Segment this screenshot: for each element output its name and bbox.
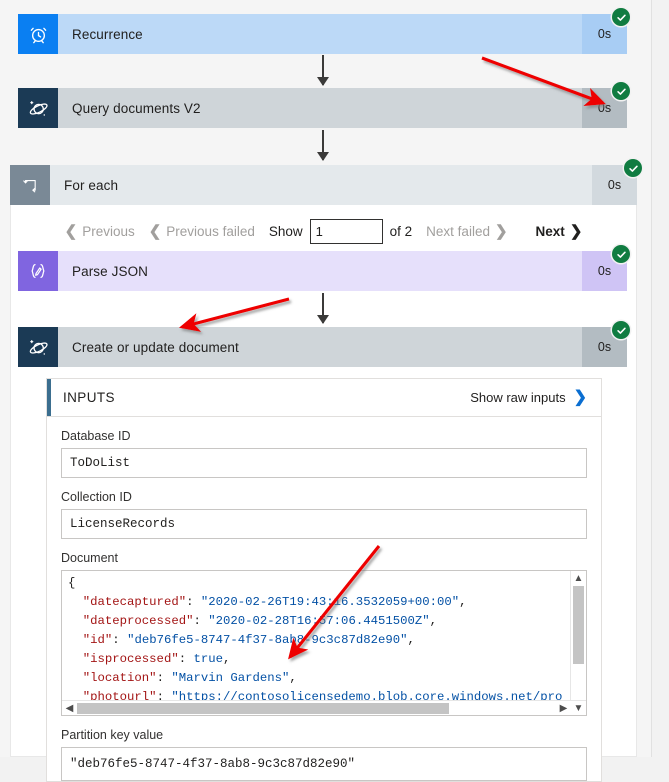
field-database-id: Database ID ToDoList <box>47 429 601 478</box>
status-badge-succeeded <box>624 159 642 177</box>
horizontal-scroll-thumb[interactable] <box>77 702 449 714</box>
scroll-left-icon[interactable]: ◀ <box>65 702 74 714</box>
json-braces-icon <box>18 251 58 291</box>
scroll-down-icon[interactable]: ▼ <box>573 702 584 714</box>
inputs-panel: INPUTS Show raw inputs ❯ Database ID ToD… <box>46 378 602 782</box>
action-card-for-each[interactable]: For each 0s <box>10 165 637 205</box>
chevron-right-icon: ❯ <box>494 222 508 240</box>
action-title: Parse JSON <box>72 263 149 279</box>
field-label: Collection ID <box>61 490 132 504</box>
collection-id-input[interactable]: LicenseRecords <box>61 509 587 539</box>
document-code-editor[interactable]: { "datecaptured": "2020-02-26T19:43:16.3… <box>61 570 587 716</box>
loop-repeat-icon <box>10 165 50 205</box>
action-card-create-or-update-document[interactable]: Create or update document 0s <box>18 327 627 367</box>
connector-parsejson-to-create <box>317 293 329 324</box>
chevron-left-icon: ❮ <box>148 222 162 240</box>
for-each-pager: ❮ Previous ❮ Previous failed Show of 2 N… <box>10 212 637 250</box>
action-card-query-documents-v2[interactable]: Query documents V2 0s <box>18 88 627 128</box>
action-duration: 0s <box>582 14 627 54</box>
status-badge-succeeded <box>612 8 630 26</box>
document-code-content: { "datecaptured": "2020-02-26T19:43:16.3… <box>62 571 570 700</box>
pager-previous-failed-label: Previous failed <box>166 223 255 239</box>
pager-previous-button[interactable]: ❮ Previous <box>58 224 142 239</box>
scroll-right-icon[interactable]: ▶ <box>559 702 568 714</box>
connector-query-to-foreach <box>317 130 329 161</box>
field-label: Partition key value <box>61 728 164 742</box>
pager-show-label: Show <box>268 223 303 239</box>
action-title: Query documents V2 <box>72 100 201 116</box>
chevron-left-icon: ❮ <box>64 222 78 240</box>
status-badge-succeeded <box>612 82 630 100</box>
cosmos-db-planet-icon <box>18 327 58 367</box>
right-gutter <box>651 0 669 757</box>
action-title: Recurrence <box>72 26 143 42</box>
pager-next-failed-button[interactable]: Next failed ❯ <box>419 224 514 239</box>
pager-page-input[interactable] <box>309 218 383 244</box>
action-card-parse-json[interactable]: Parse JSON 0s <box>18 251 627 291</box>
action-title: For each <box>64 177 119 193</box>
pager-next-label: Next <box>535 223 565 239</box>
pager-previous-label: Previous <box>82 223 135 239</box>
field-collection-id: Collection ID LicenseRecords <box>47 490 601 539</box>
document-horizontal-scrollbar[interactable]: ◀ ▶ ▼ <box>62 700 586 715</box>
database-id-input[interactable]: ToDoList <box>61 448 587 478</box>
inputs-panel-header: INPUTS Show raw inputs ❯ <box>47 379 601 417</box>
field-label: Document <box>61 551 118 565</box>
show-raw-inputs-button[interactable]: Show raw inputs ❯ <box>470 388 587 406</box>
action-title: Create or update document <box>72 339 239 355</box>
pager-previous-failed-button[interactable]: ❮ Previous failed <box>142 224 262 239</box>
chevron-right-icon: ❯ <box>569 222 583 240</box>
chevron-right-icon: ❯ <box>573 388 587 406</box>
partition-key-value-input[interactable]: "deb76fe5-8747-4f37-8ab8-9c3c87d82e90" <box>61 747 587 781</box>
field-partition-key-value: Partition key value "deb76fe5-8747-4f37-… <box>47 728 601 781</box>
show-raw-inputs-label: Show raw inputs <box>470 390 566 405</box>
logic-app-run-canvas: Recurrence 0s Query documents V2 0s <box>10 0 669 782</box>
pager-total-label: of 2 <box>389 223 413 239</box>
connector-recurrence-to-query <box>317 55 329 86</box>
alarm-clock-icon <box>18 14 58 54</box>
inputs-title: INPUTS <box>63 390 115 405</box>
cosmos-db-planet-icon <box>18 88 58 128</box>
action-card-recurrence[interactable]: Recurrence 0s <box>18 14 627 54</box>
pager-next-failed-label: Next failed <box>426 223 490 239</box>
vertical-scroll-thumb[interactable] <box>573 586 584 664</box>
scroll-up-icon[interactable]: ▲ <box>573 573 584 584</box>
status-badge-succeeded <box>612 245 630 263</box>
field-label: Database ID <box>61 429 131 443</box>
status-badge-succeeded <box>612 321 630 339</box>
action-duration: 0s <box>592 165 637 205</box>
document-vertical-scrollbar[interactable]: ▲ <box>570 571 586 700</box>
pager-next-button[interactable]: Next ❯ <box>529 224 590 239</box>
field-document: Document { "datecaptured": "2020-02-26T1… <box>47 551 601 716</box>
